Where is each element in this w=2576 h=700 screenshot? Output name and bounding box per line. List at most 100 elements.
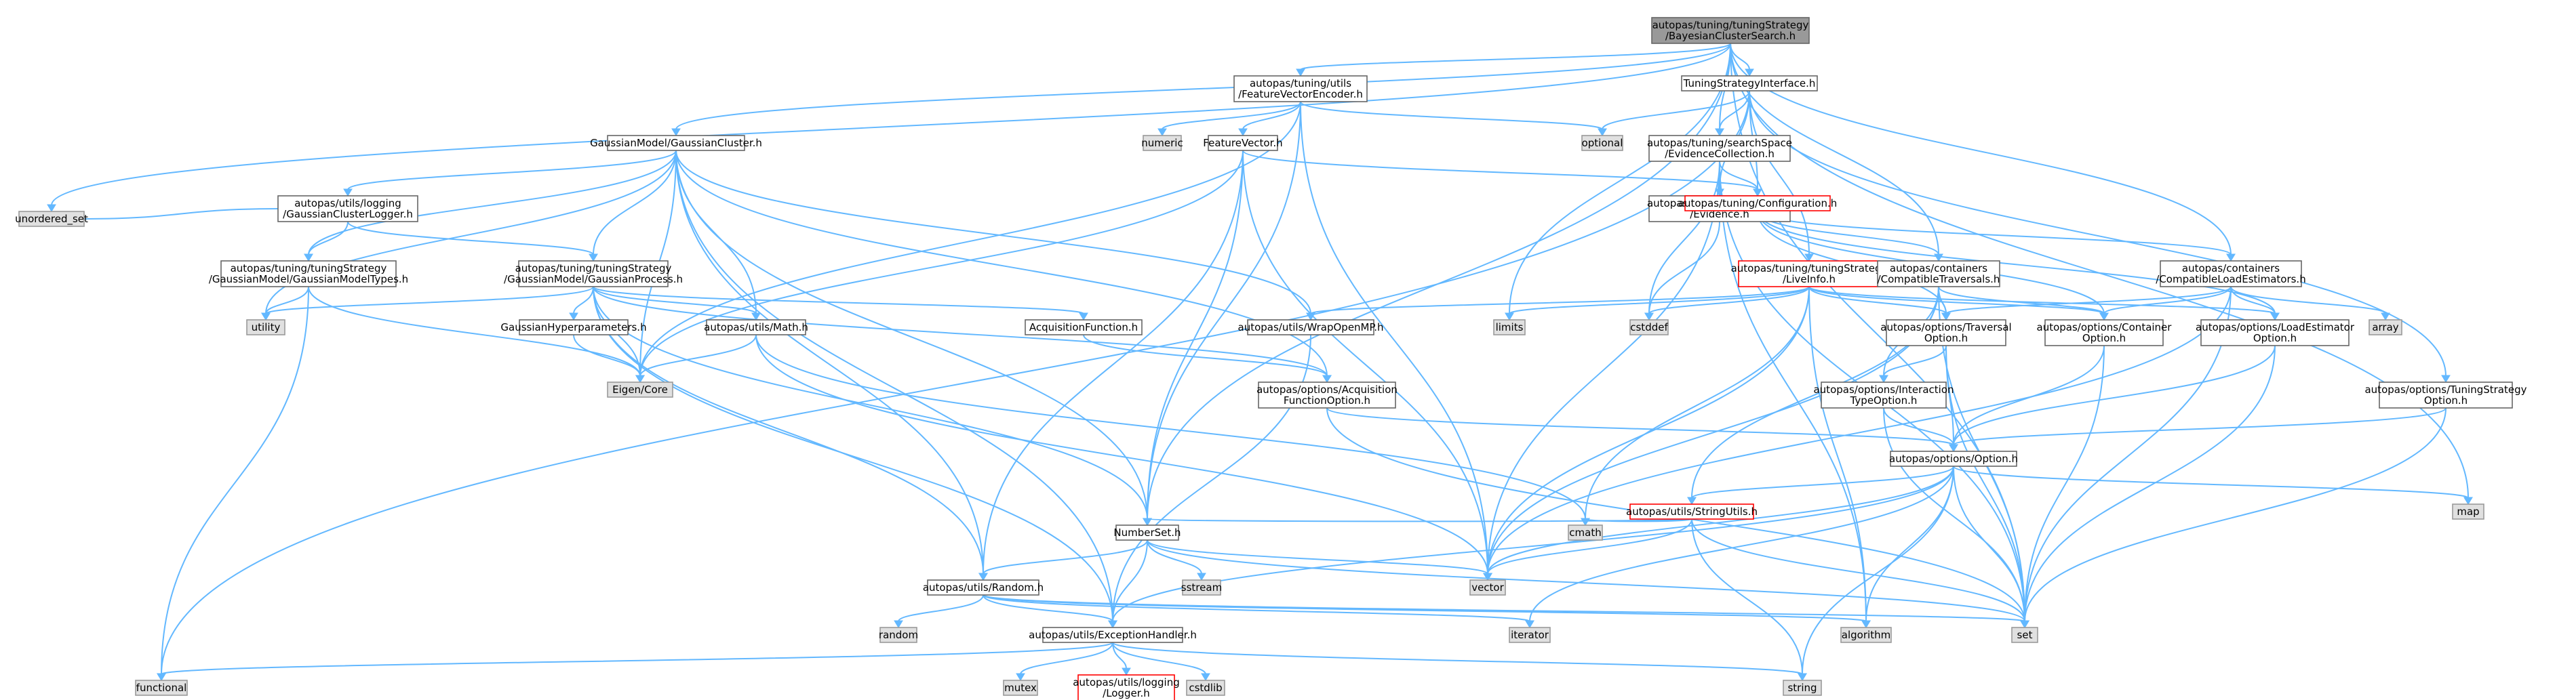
arrowhead-eh-to-cstdlib (1201, 673, 1210, 681)
node-string[interactable]: string (1783, 680, 1822, 696)
node-li[interactable]: autopas/tuning/tuningStrategy/LiveInfo.h (1731, 260, 1888, 287)
node-su[interactable]: autopas/utils/StringUtils.h (1626, 503, 1758, 520)
edge-opt-to-su (1691, 466, 1954, 499)
node-optional[interactable]: optional (1581, 135, 1623, 151)
node-numeric[interactable]: numeric (1141, 135, 1183, 151)
node-fv[interactable]: FeatureVector.h (1203, 135, 1283, 151)
node-math[interactable]: autopas/utils/Math.h (704, 319, 808, 335)
node-cstddef[interactable]: cstddef (1629, 319, 1669, 335)
node-conf[interactable]: autopas/tuning/Configuration.h (1678, 195, 1838, 211)
node-af[interactable]: AcquisitionFunction.h (1025, 319, 1143, 335)
node-gcl[interactable]: autopas/utils/logging/GaussianClusterLog… (277, 195, 418, 222)
edge-ccle-to-array (2230, 286, 2386, 314)
node-box-rnd (927, 579, 1039, 596)
node-label-tso-0: autopas/options/TuningStrategy (2364, 384, 2527, 396)
node-label-co-1: Option.h (2082, 332, 2126, 344)
node-label-map-0: map (2457, 506, 2479, 518)
edge-conf-to-leo (1757, 210, 2276, 314)
arrowhead-ns-to-vector (1483, 573, 1492, 581)
node-label-afo-1: FunctionOption.h (1284, 394, 1370, 407)
arrowhead-rnd-to-random (894, 620, 903, 628)
node-random[interactable]: random (879, 627, 918, 643)
node-box-to (1886, 319, 2006, 346)
node-label-li-0: autopas/tuning/tuningStrategy (1731, 262, 1888, 274)
node-gmt[interactable]: autopas/tuning/tuningStrategy/GaussianMo… (209, 260, 408, 287)
node-iterator[interactable]: iterator (1509, 627, 1551, 643)
node-algorithm[interactable]: algorithm (1840, 627, 1892, 643)
arrowhead-ccle-to-leo (2270, 312, 2280, 321)
node-box-cmath (1568, 524, 1603, 541)
node-box-string (1783, 680, 1822, 696)
edge-su-to-vector (1487, 518, 1692, 575)
edge-ccle-to-co (2103, 286, 2232, 314)
arrowhead-ns-to-sstream (1197, 573, 1206, 581)
edge-fv-to-vector (1242, 150, 1488, 575)
node-uset[interactable]: unordered_set (15, 211, 88, 227)
node-eh[interactable]: autopas/utils/ExceptionHandler.h (1029, 627, 1197, 643)
node-sstream[interactable]: sstream (1181, 579, 1222, 596)
node-map[interactable]: map (2452, 503, 2484, 520)
node-utility[interactable]: utility (246, 319, 285, 335)
arrowhead-fve-to-numeric (1157, 128, 1167, 136)
node-limits[interactable]: limits (1493, 319, 1526, 335)
node-box-cct (1877, 260, 2000, 287)
node-functional[interactable]: functional (135, 680, 188, 696)
arrowhead-gp-to-af (1079, 312, 1088, 321)
node-label-vector-0: vector (1471, 581, 1504, 594)
edge-gc-to-gmt (308, 150, 677, 255)
node-ccle[interactable]: autopas/containers/CompatibleLoadEstimat… (2156, 260, 2306, 287)
node-rnd[interactable]: autopas/utils/Random.h (923, 579, 1044, 596)
node-label-leo-1: Option.h (2253, 332, 2297, 344)
node-cstdlib[interactable]: cstdlib (1186, 680, 1225, 696)
node-fve[interactable]: autopas/tuning/utils/FeatureVectorEncode… (1233, 75, 1368, 102)
edge-eh-to-string (1112, 642, 1803, 675)
node-tsi[interactable]: TuningStrategyInterface.h (1681, 75, 1818, 91)
edge-opt-to-eh (1112, 466, 1954, 622)
node-box-vector (1469, 579, 1506, 596)
edge-gcl-to-gmt (308, 221, 349, 255)
node-cct[interactable]: autopas/containers/CompatibleTraversals.… (1877, 260, 2000, 287)
edge-su-to-ns (1147, 518, 1692, 522)
arrowhead-li-to-wmp (1306, 312, 1315, 321)
node-label-math-0: autopas/utils/Math.h (704, 321, 808, 333)
node-logger[interactable]: autopas/utils/logging/Logger.h (1073, 674, 1180, 700)
edge-opt-to-set (1953, 466, 2025, 622)
edge-gp-to-math (593, 286, 757, 314)
node-mutex[interactable]: mutex (1003, 680, 1038, 696)
node-gc[interactable]: GaussianModel/GaussianCluster.h (590, 135, 762, 151)
node-afo[interactable]: autopas/options/AcquisitionFunctionOptio… (1256, 382, 1398, 409)
node-ec[interactable]: autopas/tuning/searchSpace/EvidenceColle… (1647, 135, 1792, 162)
node-opt[interactable]: autopas/options/Option.h (1889, 451, 2018, 467)
arrowhead-root-to-uset (47, 204, 56, 212)
edge-ccle-to-vector (1487, 286, 2232, 575)
node-label-co-0: autopas/options/Container (2037, 321, 2173, 333)
edge-ccle-to-set (2024, 286, 2232, 622)
node-ghp[interactable]: GaussianHyperparameters.h (500, 319, 647, 335)
node-gp[interactable]: autopas/tuning/tuningStrategy/GaussianMo… (504, 260, 683, 287)
node-vector[interactable]: vector (1469, 579, 1506, 596)
node-label-optional-0: optional (1582, 137, 1623, 149)
edge-fve-to-eigen (639, 101, 1301, 377)
node-box-opt (1890, 451, 2017, 467)
arrowhead-li-to-limits (1505, 312, 1514, 321)
edge-fve-to-vector (1300, 101, 1488, 575)
node-box-leo (2200, 319, 2350, 346)
edge-li-to-to (1808, 286, 1947, 314)
edge-to-to-set (1945, 345, 2025, 622)
node-box-random (879, 627, 917, 643)
node-eigen[interactable]: Eigen/Core (607, 382, 673, 398)
node-box-ns (1115, 524, 1179, 541)
edge-rnd-to-random (898, 594, 984, 622)
node-root[interactable]: autopas/tuning/tuningStrategy/BayesianCl… (1651, 17, 1810, 44)
node-wmp[interactable]: autopas/utils/WrapOpenMP.h (1238, 319, 1384, 335)
edge-ec-to-algorithm (1719, 161, 1867, 622)
node-set[interactable]: set (2011, 627, 2038, 643)
node-ns[interactable]: NumberSet.h (1113, 524, 1181, 541)
node-cmath[interactable]: cmath (1568, 524, 1603, 541)
node-array[interactable]: array (2369, 319, 2402, 335)
